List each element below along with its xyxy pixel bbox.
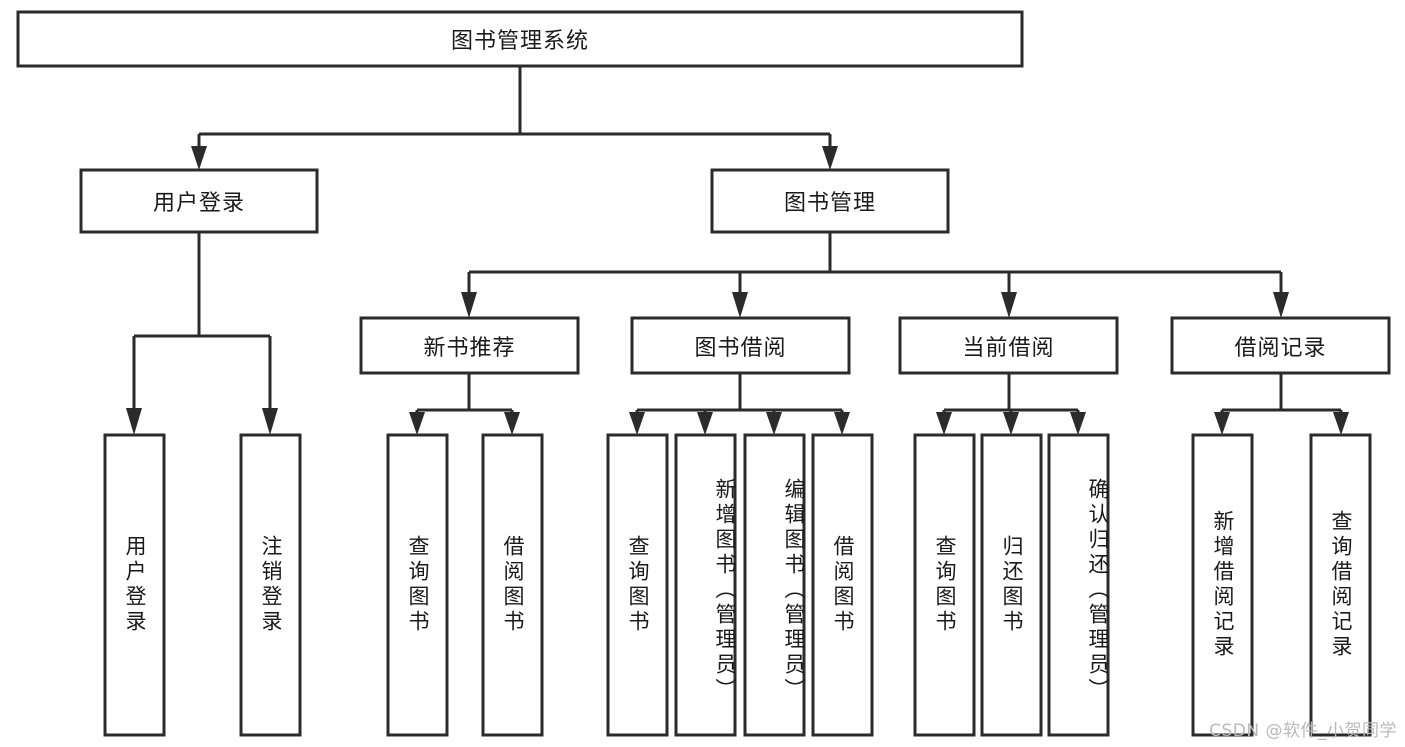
node-leaf-query-book-current[interactable] <box>913 433 976 737</box>
node-root-library-system[interactable] <box>16 10 1024 68</box>
arrow-head-icon <box>409 412 425 435</box>
arrow-head-icon <box>1214 412 1230 435</box>
arrow-head-icon <box>1001 292 1017 318</box>
node-leaf-add-book-admin[interactable] <box>674 433 737 737</box>
arrow-head-icon <box>732 292 748 318</box>
arrow-head-icon <box>504 412 520 435</box>
arrow-head-icon <box>1003 412 1019 435</box>
connector-layer <box>126 66 1349 435</box>
arrow-head-icon <box>1070 412 1086 435</box>
arrow-head-icon <box>1333 412 1349 435</box>
arrow-head-icon <box>936 412 952 435</box>
node-current-borrow[interactable] <box>898 316 1119 375</box>
arrow-head-icon <box>126 408 142 435</box>
arrow-head-icon <box>461 292 477 318</box>
arrow-head-icon <box>697 412 713 435</box>
node-leaf-borrow-book-recommend[interactable] <box>481 433 544 737</box>
watermark-text: CSDN @软件_小贺同学 <box>1209 721 1397 741</box>
node-book-borrow[interactable] <box>630 316 851 375</box>
arrow-head-icon <box>262 408 278 435</box>
node-leaf-confirm-return-admin[interactable] <box>1047 433 1110 737</box>
node-leaf-logout[interactable] <box>239 433 302 737</box>
arrow-head-icon <box>834 412 850 435</box>
node-leaf-query-book-borrow[interactable] <box>606 433 669 737</box>
node-leaf-edit-book-admin[interactable] <box>743 433 806 737</box>
node-leaf-add-borrow-record[interactable] <box>1191 433 1254 737</box>
node-leaf-borrow-book[interactable] <box>811 433 874 737</box>
arrow-head-icon <box>766 412 782 435</box>
node-leaf-return-book[interactable] <box>980 433 1043 737</box>
node-book-management[interactable] <box>710 168 950 234</box>
node-layer <box>16 10 1391 737</box>
node-user-login[interactable] <box>79 168 319 234</box>
node-leaf-query-book-recommend[interactable] <box>386 433 449 737</box>
arrow-head-icon <box>822 146 838 170</box>
node-new-book-recommend[interactable] <box>359 316 580 375</box>
node-borrow-record[interactable] <box>1170 316 1391 375</box>
node-leaf-query-borrow-record[interactable] <box>1309 433 1372 737</box>
arrow-head-icon <box>629 412 645 435</box>
arrow-head-icon <box>1273 292 1289 318</box>
node-leaf-user-login[interactable] <box>103 433 166 737</box>
arrow-head-icon <box>191 146 207 170</box>
